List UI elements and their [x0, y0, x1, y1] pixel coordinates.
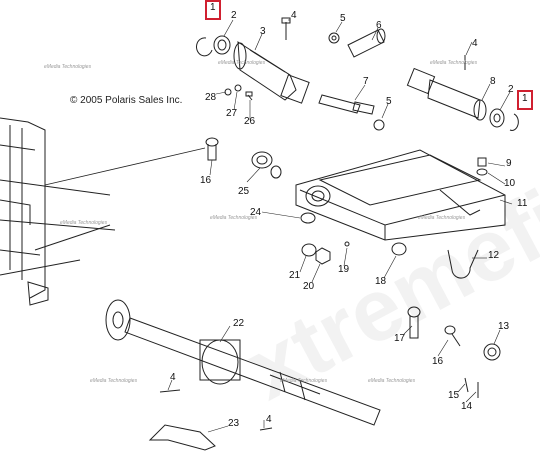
- callout-5-lower: 5: [386, 96, 392, 107]
- u-bolt: [447, 249, 479, 279]
- callout-26: 26: [244, 116, 256, 127]
- bracket-23: [148, 424, 216, 451]
- callout-27: 27: [226, 108, 238, 119]
- watermark-4: eMedia Technologies: [210, 215, 258, 221]
- watermark-2: eMedia Technologies: [218, 60, 266, 66]
- callout-28: 28: [205, 92, 217, 103]
- pivot-tube-left: [233, 41, 310, 104]
- bolt-top: [281, 17, 291, 40]
- callout-5: 5: [340, 13, 346, 24]
- callout-16-lower: 16: [432, 356, 444, 367]
- rear-axle: [105, 299, 381, 426]
- callout-21: 21: [289, 270, 301, 281]
- callout-6: 6: [376, 20, 382, 31]
- bearing-left: [213, 35, 231, 55]
- watermark-9: eMedia Technologies: [368, 378, 416, 384]
- nut-20: [315, 247, 331, 265]
- highlight-box-left: [205, 0, 221, 20]
- copyright-text: © 2005 Polaris Sales Inc.: [70, 95, 183, 106]
- callout-10: 10: [504, 178, 516, 189]
- callout-15: 15: [448, 390, 460, 401]
- pin-16-lower: [444, 325, 461, 347]
- snap-ring-right: [509, 113, 519, 131]
- callout-4-bottom: 4: [266, 414, 272, 425]
- bearing-right: [489, 108, 505, 128]
- small-hardware: [224, 84, 253, 101]
- watermark-1: eMedia Technologies: [44, 64, 92, 70]
- frame-section: [0, 117, 206, 306]
- screw-15: [464, 377, 469, 393]
- callout-2-right: 2: [508, 84, 514, 95]
- callout-4-lower: 4: [170, 372, 176, 383]
- pivot-shaft: [318, 94, 375, 115]
- washer-21: [301, 243, 317, 257]
- callout-2: 2: [231, 10, 237, 21]
- callout-9: 9: [506, 158, 512, 169]
- callout-11: 11: [517, 198, 528, 209]
- pivot-tube-right: [406, 67, 487, 121]
- watermark-5: eMedia Technologies: [60, 220, 108, 226]
- callout-18: 18: [375, 276, 387, 287]
- callout-20: 20: [303, 281, 315, 292]
- callout-16: 16: [200, 175, 212, 186]
- watermark-3: eMedia Technologies: [430, 60, 478, 66]
- bearing-cone: [251, 151, 273, 169]
- callout-22: 22: [233, 318, 245, 329]
- seal: [270, 165, 282, 179]
- washer-18: [391, 242, 407, 256]
- callout-24: 24: [250, 207, 262, 218]
- watermark-7: eMedia Technologies: [90, 378, 138, 384]
- callout-23: 23: [228, 418, 240, 429]
- washer-24: [300, 212, 316, 224]
- callout-19: 19: [338, 264, 350, 275]
- callout-1-right: 1: [522, 93, 528, 104]
- callout-7: 7: [363, 76, 369, 87]
- callout-25: 25: [238, 186, 250, 197]
- cap-13: [483, 343, 501, 361]
- callout-14: 14: [461, 401, 473, 412]
- pivot-pin-top: [205, 137, 219, 161]
- callout-8: 8: [490, 76, 496, 87]
- bushing-lower: [373, 119, 385, 131]
- callout-3: 3: [260, 26, 266, 37]
- callout-12: 12: [488, 250, 500, 261]
- pin-19: [344, 241, 350, 247]
- watermark-6: eMedia Technologies: [418, 215, 466, 221]
- bolt-bottom: [259, 427, 273, 431]
- bolt-lower: [159, 389, 181, 393]
- watermark-8: eMedia Technologies: [280, 378, 328, 384]
- snap-ring-left: [196, 37, 213, 57]
- callout-13: 13: [498, 321, 510, 332]
- pivot-bolt-17: [407, 306, 421, 339]
- nut-and-washer: [476, 157, 488, 176]
- bushing-top: [328, 32, 340, 44]
- highlight-box-right: [517, 90, 533, 110]
- callout-4-right: 4: [472, 38, 478, 49]
- leader-lines: [167, 19, 513, 433]
- callout-17: 17: [394, 333, 406, 344]
- swing-arm: [295, 149, 506, 241]
- tube-center: [347, 28, 386, 58]
- callout-4: 4: [291, 10, 297, 21]
- callout-1: 1: [210, 2, 216, 13]
